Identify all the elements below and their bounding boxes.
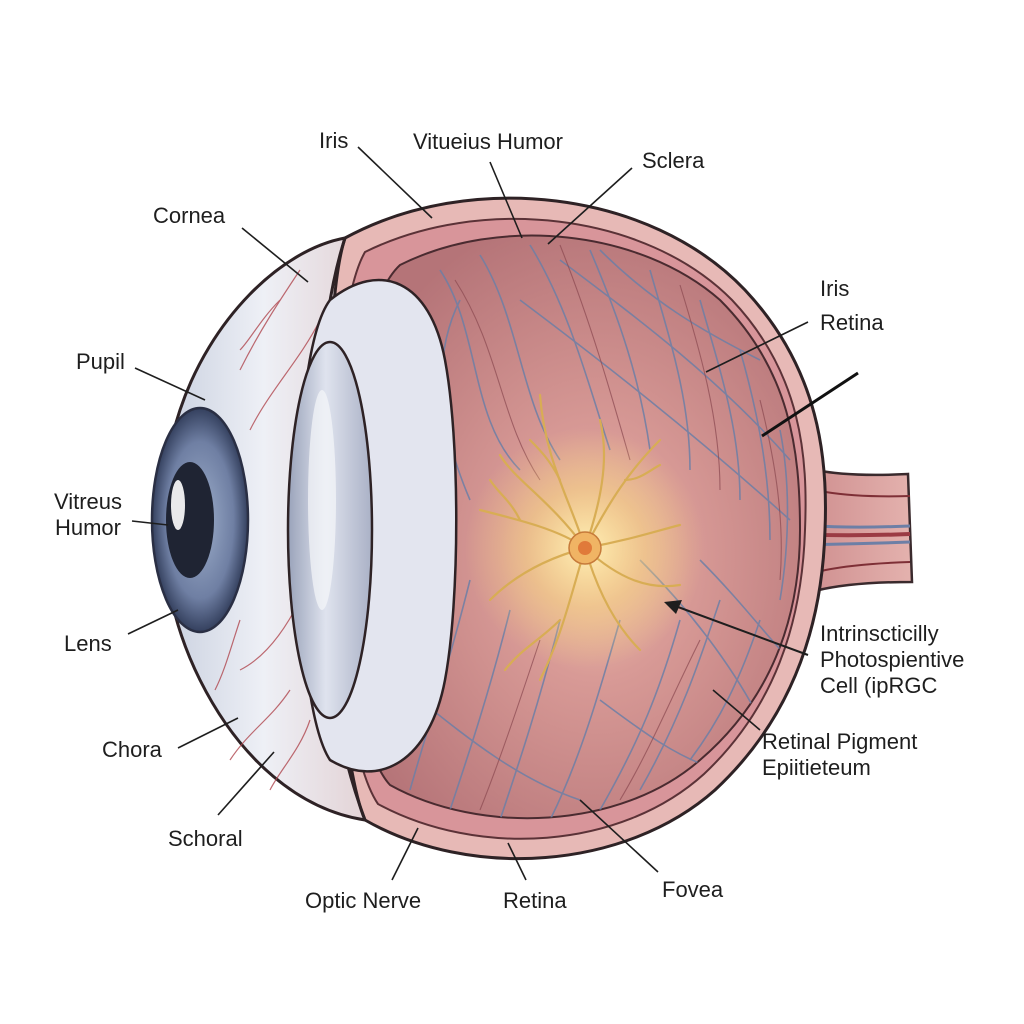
label-cornea: Cornea (153, 203, 225, 229)
label-lens: Lens (64, 631, 112, 657)
label-iprgc-line3: Cell (ipRGC (820, 673, 964, 699)
label-pupil: Pupil (76, 349, 125, 375)
label-chora: Chora (102, 737, 162, 763)
label-rpe-line1: Retinal Pigment (762, 729, 917, 755)
label-retina-bottom: Retina (503, 888, 567, 914)
label-rpe-line2: Epiitieteum (762, 755, 917, 781)
iris-pupil (152, 408, 248, 632)
label-vitreus-line2: Humor (46, 515, 130, 541)
label-vitreous-top: Vitueius Humor (413, 129, 563, 155)
label-iris-right: Iris (820, 276, 849, 302)
label-rpe: Retinal Pigment Epiitieteum (762, 729, 917, 781)
label-iprgc-line2: Photospientive (820, 647, 964, 673)
label-iris-top: Iris (319, 128, 348, 154)
label-vitreus-humor: Vitreus Humor (46, 489, 130, 541)
label-optic-nerve: Optic Nerve (305, 888, 421, 914)
label-fovea: Fovea (662, 877, 723, 903)
label-schoral: Schoral (168, 826, 243, 852)
label-iprgc: Intrinscticilly Photospientive Cell (ipR… (820, 621, 964, 699)
label-iprgc-line1: Intrinscticilly (820, 621, 964, 647)
label-sclera: Sclera (642, 148, 704, 174)
label-vitreus-line1: Vitreus (46, 489, 130, 515)
lens-shape (288, 280, 456, 771)
label-retina-right: Retina (820, 310, 884, 336)
